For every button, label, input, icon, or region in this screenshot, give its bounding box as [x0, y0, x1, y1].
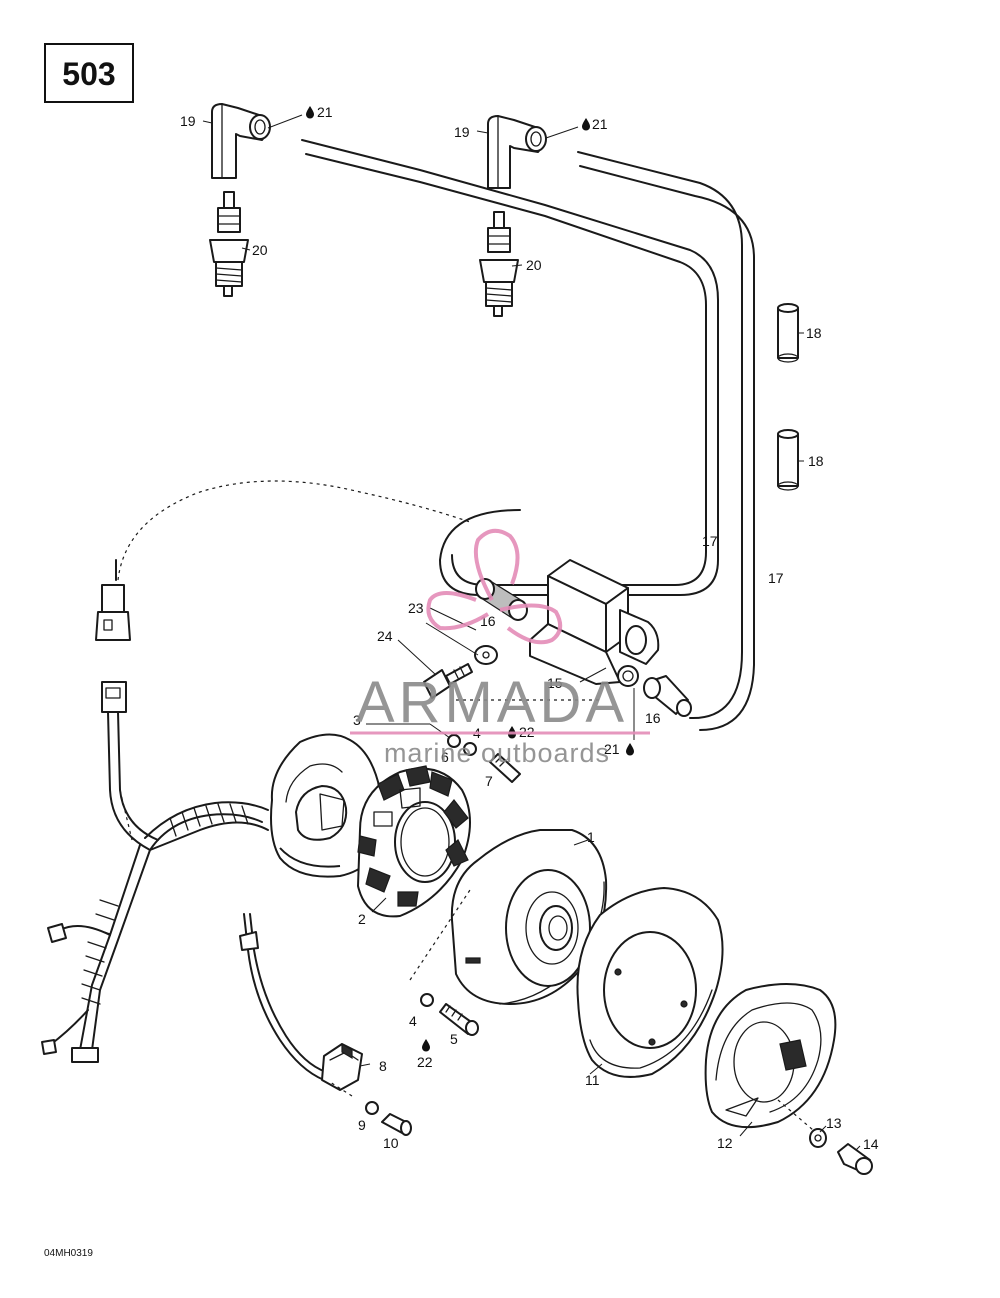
callout-6: 6: [441, 749, 449, 765]
stator: [357, 765, 471, 918]
leader-lines: [202, 114, 861, 1151]
propeller-logo-icon: [426, 528, 563, 645]
callout-17: 17: [702, 533, 718, 549]
callout-labels: 1 2 3 4 4 5 6 7 8 9 10 11 12 13 14 15 16…: [180, 104, 879, 1152]
callout-16: 16: [645, 710, 661, 726]
screw-14: [837, 1143, 873, 1175]
high-tension-wires: [301, 139, 755, 731]
callout-18: 18: [806, 325, 822, 341]
callout-9: 9: [358, 1117, 366, 1133]
spark-plug-left: [209, 191, 249, 297]
watermark: ARMADA marine outboards: [350, 528, 650, 768]
callout-4: 4: [409, 1013, 417, 1029]
callout-18: 18: [808, 453, 824, 469]
lock-washer-4-lower: [420, 993, 434, 1007]
spark-plug-cap-left: [211, 103, 271, 179]
coil-sleeve-lower: [643, 675, 692, 717]
screw-7: [489, 753, 521, 783]
drawing-code: 04MH0319: [44, 1248, 93, 1259]
page-number-box: 503: [44, 43, 134, 103]
washer-13: [809, 1128, 827, 1148]
callout-10: 10: [383, 1135, 399, 1151]
assembly-lines: [329, 699, 600, 1097]
flywheel: [450, 829, 608, 1005]
trigger-coil: [239, 913, 363, 1091]
callout-24: 24: [377, 628, 393, 644]
callout-7: 7: [485, 773, 493, 789]
callout-14: 14: [863, 1136, 879, 1152]
wiring-harness: [41, 480, 471, 1063]
callout-3: 3: [353, 712, 361, 728]
spark-plug-right: [479, 211, 519, 317]
callout-1: 1: [587, 829, 595, 845]
callout-19: 19: [180, 113, 196, 129]
stator-plate: [270, 733, 381, 878]
watermark-tagline: marine outboards: [384, 738, 610, 768]
callout-8: 8: [379, 1058, 387, 1074]
washer-6: [463, 742, 477, 756]
screw-5: [439, 1003, 479, 1036]
callout-11: 11: [585, 1072, 600, 1088]
cover: [704, 983, 837, 1137]
callout-13: 13: [826, 1115, 842, 1131]
watermark-brand: ARMADA: [356, 670, 628, 735]
lock-washer-4-upper: [447, 734, 461, 748]
callout-23: 23: [408, 600, 424, 616]
starter-cup: [576, 887, 724, 1078]
screw-10: [381, 1113, 412, 1136]
callout-22: 22: [417, 1054, 433, 1070]
page-number: 503: [62, 56, 115, 92]
callout-17: 17: [768, 570, 784, 586]
callout-20: 20: [252, 242, 268, 258]
sleeve-lower: [777, 429, 799, 491]
callout-5: 5: [450, 1031, 458, 1047]
callout-21: 21: [592, 116, 608, 132]
callout-20: 20: [526, 257, 542, 273]
ignition-coil: [529, 559, 660, 687]
callout-2: 2: [358, 911, 366, 927]
screw-24: [423, 663, 473, 699]
spark-plug-cap-right: [487, 115, 547, 189]
washer-23: [474, 645, 498, 665]
washer-9: [365, 1101, 379, 1115]
callout-15: 15: [547, 675, 563, 691]
callout-12: 12: [717, 1135, 733, 1151]
callout-21: 21: [604, 741, 620, 757]
callout-21: 21: [317, 104, 333, 120]
callout-19: 19: [454, 124, 470, 140]
sleeve-upper: [777, 303, 799, 363]
